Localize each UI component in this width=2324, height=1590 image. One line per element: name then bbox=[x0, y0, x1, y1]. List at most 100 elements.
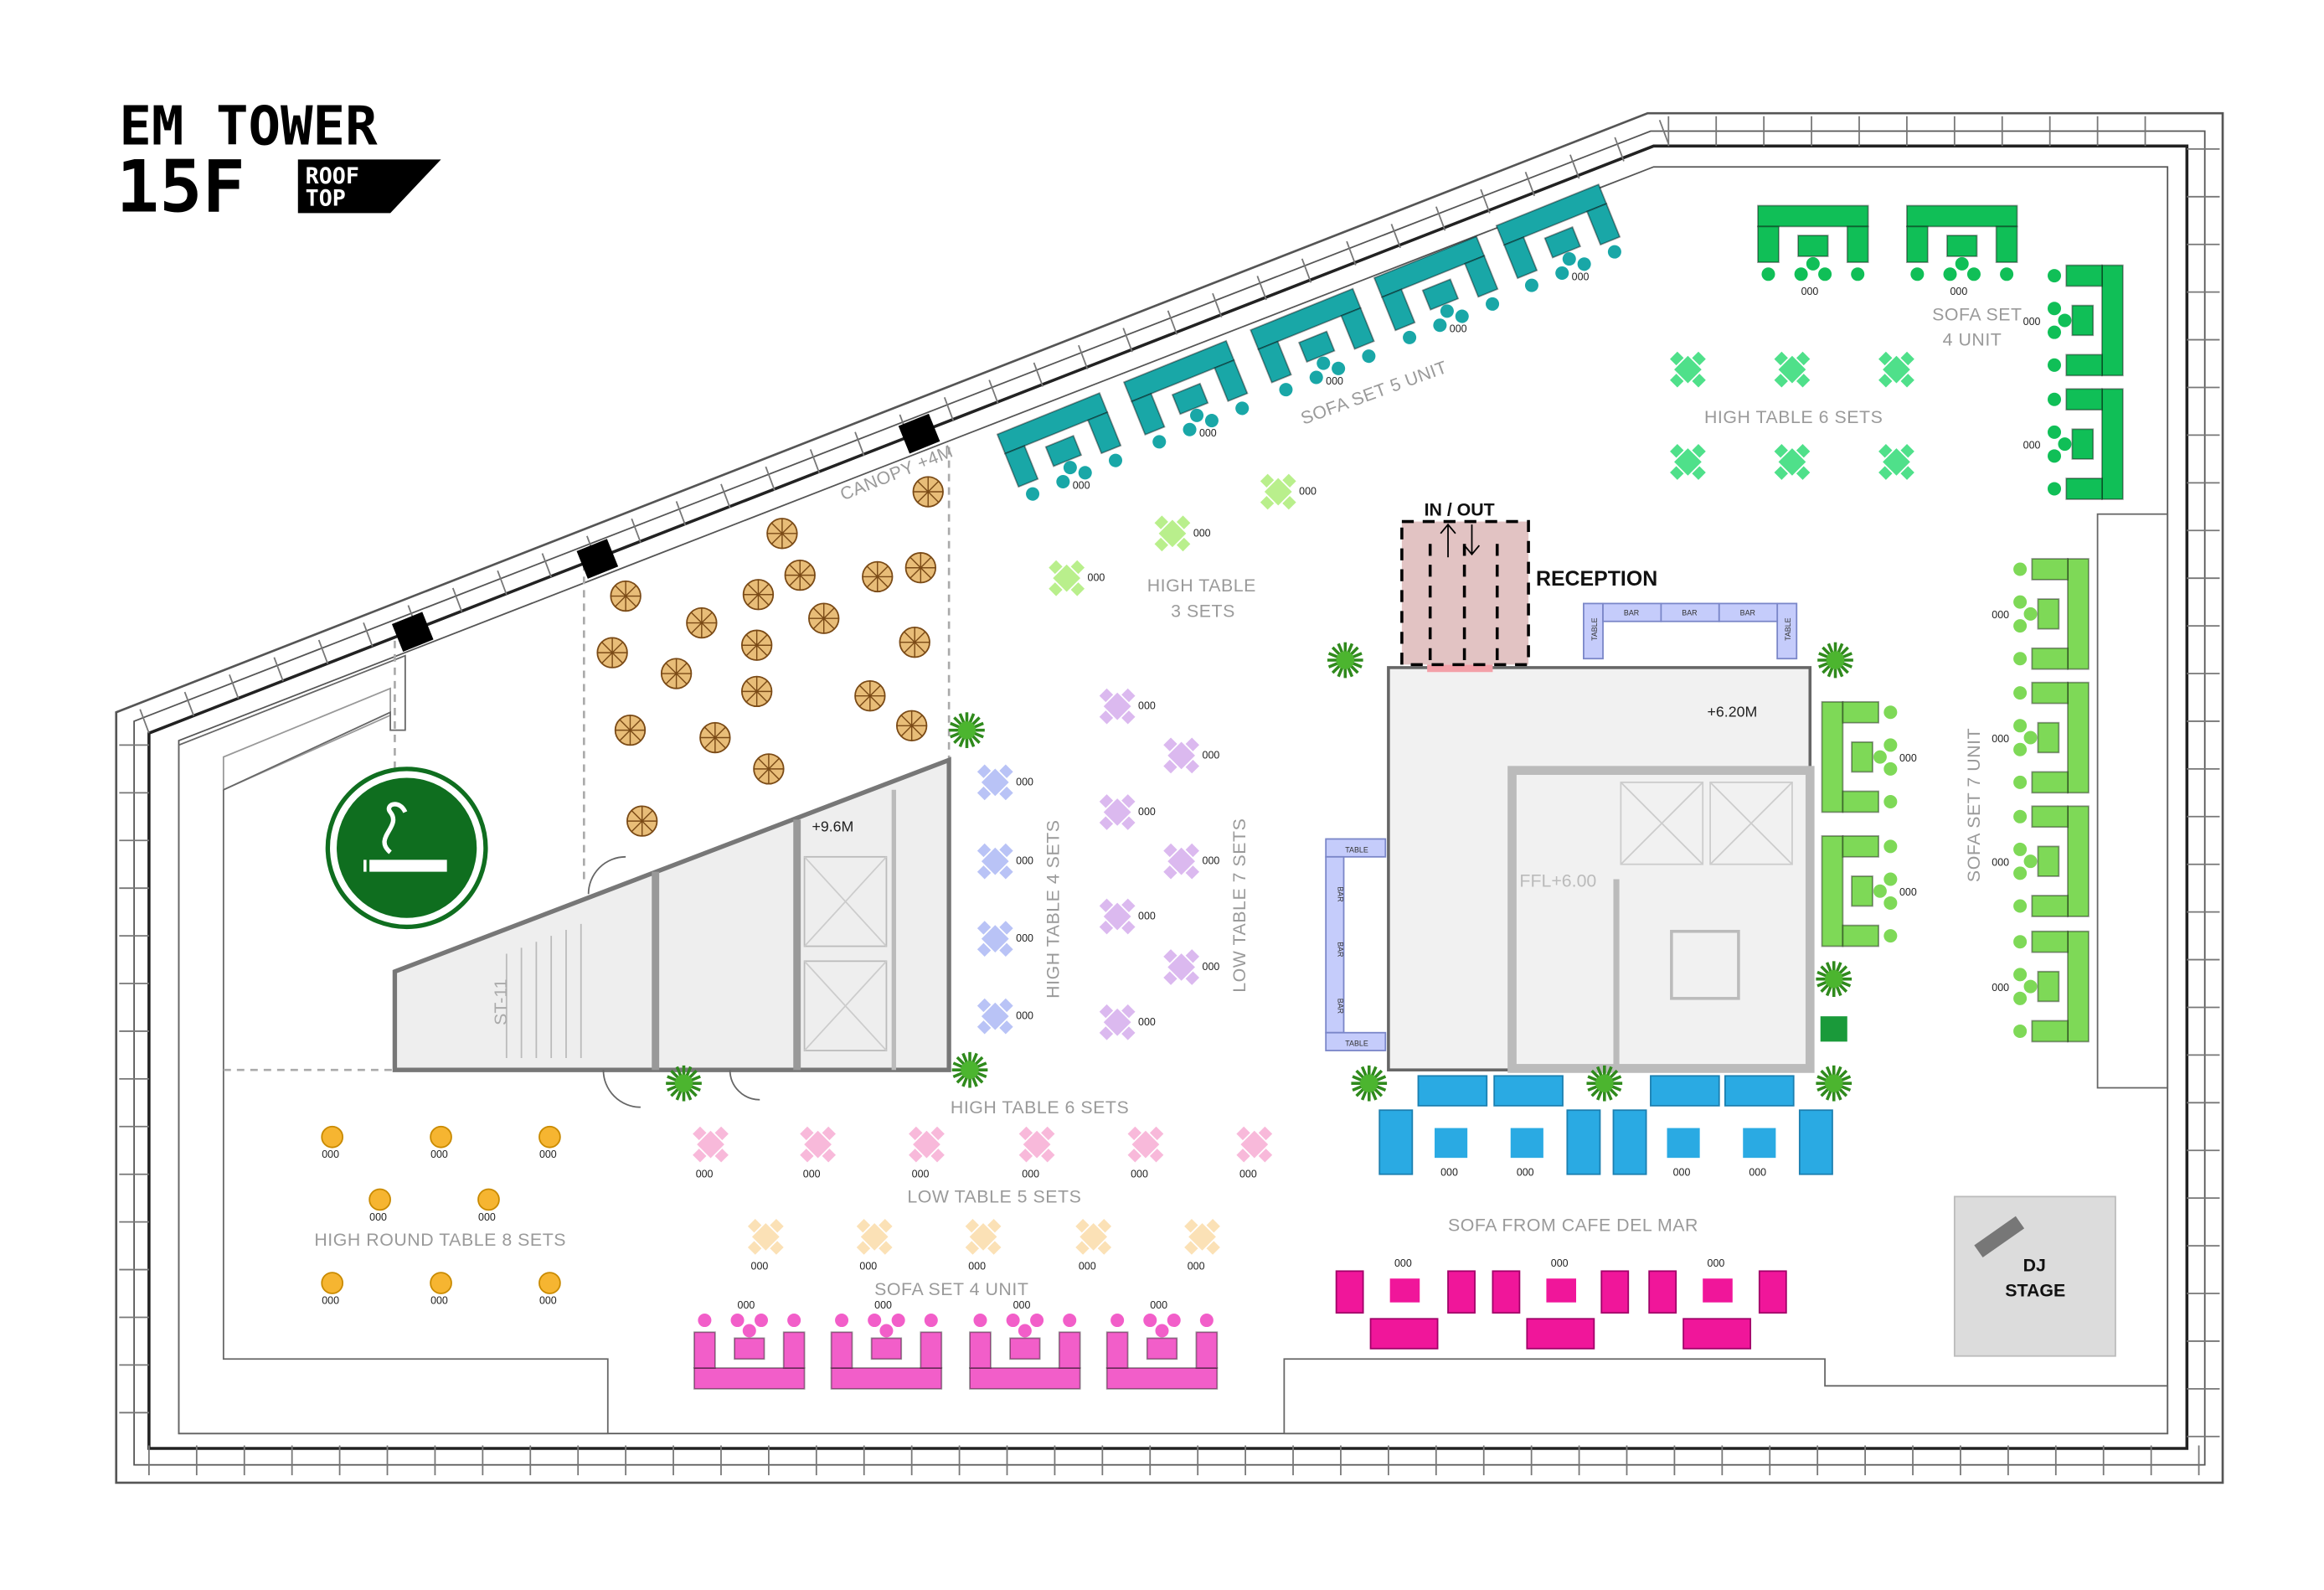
chair bbox=[835, 1314, 849, 1328]
chair bbox=[2013, 899, 2028, 913]
chair bbox=[1966, 267, 1981, 281]
chair bbox=[1883, 761, 1898, 776]
railing-post bbox=[1122, 328, 1133, 353]
chair bbox=[2048, 269, 2062, 283]
umbrellas bbox=[596, 476, 944, 837]
bar-label: BAR bbox=[1624, 609, 1639, 617]
seat-count: 000 bbox=[874, 1299, 892, 1311]
sofa-set bbox=[2013, 805, 2090, 917]
chair bbox=[1167, 1314, 1181, 1328]
chair bbox=[1109, 453, 1123, 467]
furniture: 000 000 000 000 000 000 000 000 000 000 000 000 000 0… bbox=[321, 183, 2124, 1390]
chair bbox=[2048, 482, 2062, 496]
chair bbox=[1006, 1314, 1020, 1328]
round-table bbox=[430, 1272, 452, 1294]
seat-count: 000 bbox=[1203, 961, 1220, 973]
reception-label: RECEPTION bbox=[1536, 567, 1657, 591]
sofa-set bbox=[693, 1314, 806, 1390]
seat-count: 000 bbox=[1394, 1257, 1412, 1269]
chair bbox=[1883, 872, 1898, 886]
seat-count: 000 bbox=[2023, 439, 2041, 451]
umbrella bbox=[862, 560, 894, 593]
seat-count: 000 bbox=[738, 1299, 755, 1311]
sofa bbox=[1600, 1270, 1630, 1314]
logo-title: EM TOWER bbox=[119, 96, 378, 158]
chair bbox=[1577, 257, 1591, 271]
high-table bbox=[797, 1124, 838, 1165]
chair bbox=[1063, 1314, 1077, 1328]
chair bbox=[1440, 304, 1454, 318]
chair bbox=[924, 1314, 938, 1328]
core-building-left: ST-11 +9.6M bbox=[392, 756, 951, 1108]
chair bbox=[1883, 795, 1898, 809]
chair bbox=[1018, 1324, 1032, 1338]
high-table bbox=[975, 918, 1016, 959]
chair bbox=[1204, 414, 1219, 428]
umbrella bbox=[596, 637, 628, 669]
chair bbox=[730, 1314, 745, 1328]
sofa bbox=[1369, 1318, 1439, 1350]
low-table bbox=[854, 1216, 895, 1257]
chair bbox=[1190, 408, 1204, 422]
sofa-set bbox=[2013, 558, 2090, 670]
chair bbox=[2013, 719, 2028, 733]
table-label: TABLE bbox=[1590, 617, 1599, 641]
seat-count: 000 bbox=[1239, 1168, 1257, 1180]
railing-post bbox=[541, 553, 553, 578]
low-table bbox=[1097, 896, 1138, 937]
low-table bbox=[963, 1216, 1003, 1257]
coffee-table bbox=[1743, 1128, 1776, 1159]
chair bbox=[973, 1314, 987, 1328]
seat-count: 000 bbox=[1450, 323, 1467, 335]
sofa bbox=[1335, 1270, 1364, 1314]
sofa-set bbox=[969, 1314, 1081, 1390]
chair bbox=[1078, 466, 1092, 480]
zone-high-table-6-top: HIGH TABLE 6 SETS bbox=[1704, 407, 1883, 427]
chair bbox=[1110, 1314, 1125, 1328]
stage-label: STAGE bbox=[2005, 1281, 2065, 1301]
plant-icon bbox=[1351, 1065, 1388, 1102]
seat-count: 000 bbox=[1013, 1299, 1031, 1311]
plant-icon bbox=[1586, 1065, 1623, 1102]
seat-count: 000 bbox=[1138, 806, 1156, 818]
chair bbox=[1063, 461, 1077, 475]
chair bbox=[1943, 267, 1957, 281]
high-table bbox=[1258, 472, 1299, 512]
chair bbox=[2013, 968, 2028, 982]
high-table bbox=[690, 1124, 731, 1165]
chair bbox=[2048, 302, 2062, 316]
railing-post bbox=[139, 709, 150, 734]
chair bbox=[1883, 929, 1898, 943]
high-table bbox=[1046, 558, 1087, 599]
low-table bbox=[745, 1216, 786, 1257]
umbrella bbox=[686, 607, 718, 639]
umbrella bbox=[784, 559, 816, 591]
seat-count: 000 bbox=[1016, 932, 1033, 944]
high-table bbox=[1017, 1124, 1057, 1165]
sofa bbox=[1650, 1075, 1720, 1107]
chair bbox=[868, 1314, 882, 1328]
seat-count: 000 bbox=[1992, 733, 2009, 745]
chair bbox=[1362, 349, 1376, 364]
sofa bbox=[1378, 1109, 1414, 1175]
chair bbox=[2023, 979, 2038, 994]
chair bbox=[2048, 392, 2062, 406]
dj-stage[interactable]: DJ STAGE bbox=[1953, 1195, 2116, 1357]
chair bbox=[2013, 809, 2028, 823]
round-table bbox=[430, 1125, 452, 1149]
seat-count: 000 bbox=[369, 1211, 387, 1223]
chair bbox=[2013, 1024, 2028, 1038]
railing-post bbox=[317, 639, 329, 664]
bar-label: BAR bbox=[1740, 609, 1755, 617]
railing-post bbox=[1256, 276, 1267, 301]
seat-count: 000 bbox=[1992, 856, 2009, 868]
reception-entrance[interactable]: IN / OUT RECEPTION bbox=[1400, 499, 1657, 667]
railing-post bbox=[1212, 292, 1223, 317]
coffee-table bbox=[1389, 1278, 1420, 1303]
in-out-label: IN / OUT bbox=[1425, 499, 1495, 519]
railing-post bbox=[229, 674, 240, 699]
zone-high-table-3-count: 3 SETS bbox=[1171, 601, 1235, 621]
railing-post bbox=[631, 518, 642, 543]
chair bbox=[1883, 839, 1898, 854]
seat-count: 000 bbox=[1992, 982, 2009, 994]
